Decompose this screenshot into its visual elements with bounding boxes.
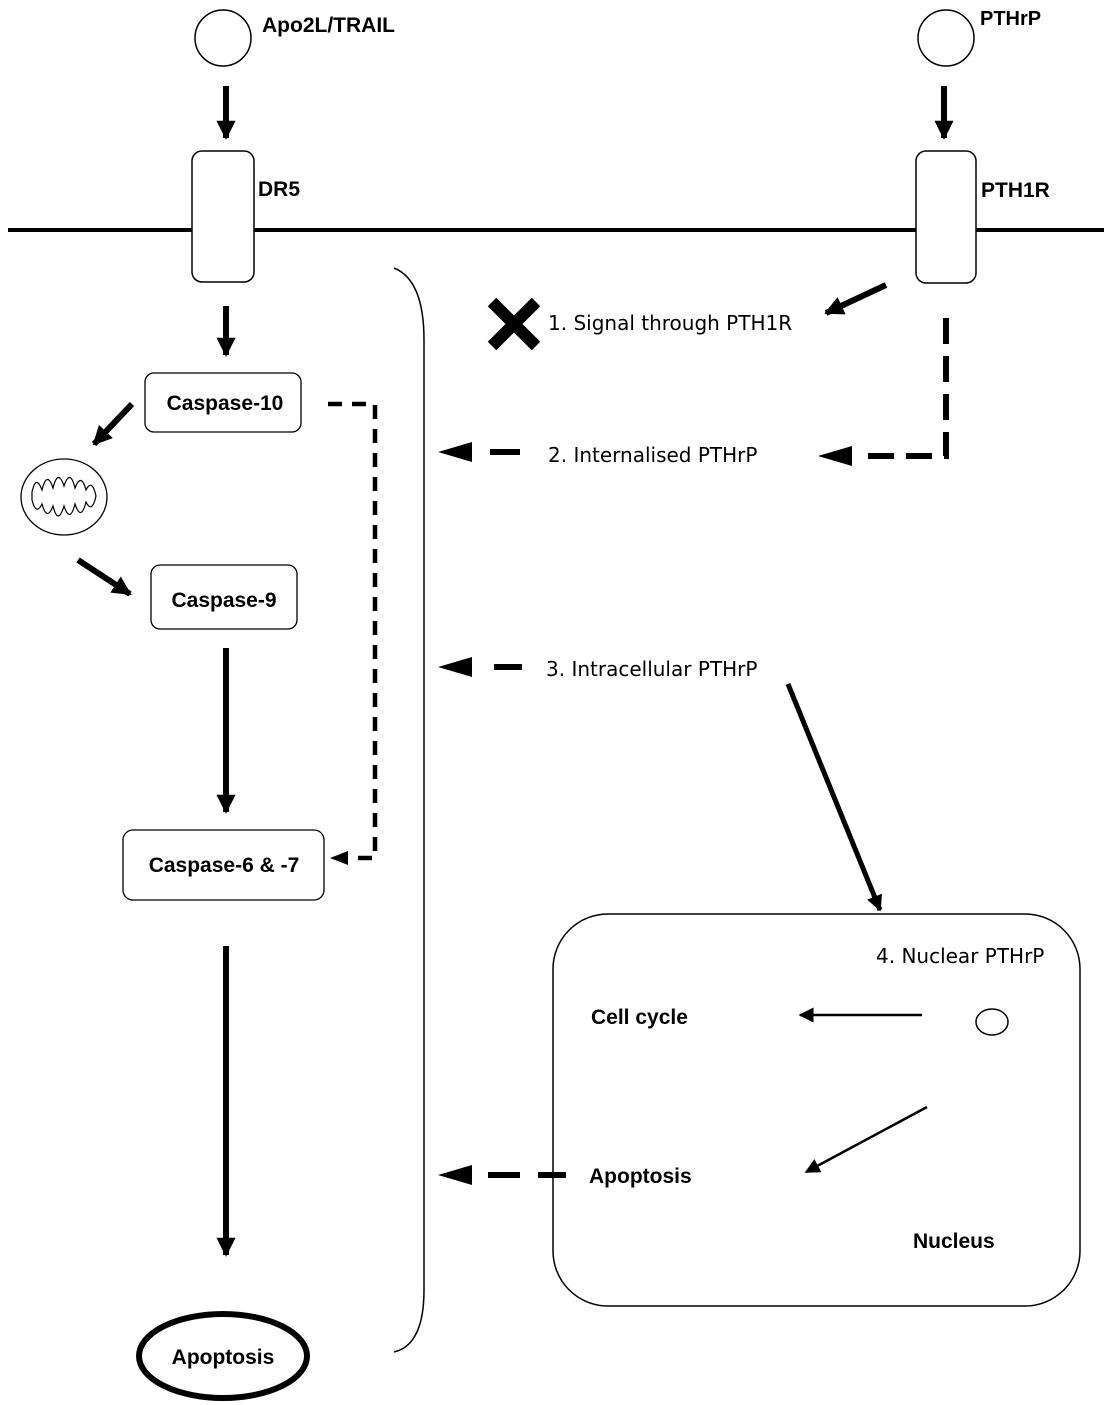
- blocked-x-icon: [487, 297, 541, 351]
- apoptosis-outcome-label: Apoptosis: [172, 1346, 275, 1369]
- mechanism-3-arrowhead: [438, 657, 472, 677]
- mechanism-1-label: 1. Signal through PTH1R: [548, 311, 792, 335]
- caspase-6-7-label: Caspase-6 & -7: [149, 854, 300, 877]
- pthrp-ligand-icon: [917, 9, 975, 67]
- dr5-receptor-icon: [191, 150, 255, 283]
- cell-cycle-label: Cell cycle: [591, 1006, 688, 1029]
- internalised-arrowhead: [818, 446, 852, 466]
- caspase10-to-mitochondrion-arrow: [91, 401, 135, 447]
- mechanism-2-label: 2. Internalised PTHrP: [548, 443, 757, 467]
- pthrp-label: PTHrP: [980, 8, 1041, 30]
- mitochondrion-to-caspase9-arrow: [76, 557, 132, 597]
- caspase-10-box: [144, 372, 302, 433]
- nuclear-apoptosis-arrowhead: [438, 1165, 472, 1185]
- dr5-label: DR5: [258, 178, 300, 201]
- intracellular-to-nucleus-arrow: [785, 683, 883, 912]
- pth1r-receptor-icon: [915, 150, 977, 284]
- nuclear-pthrp-icon: [975, 1008, 1009, 1036]
- pth1r-label: PTH1R: [981, 179, 1050, 202]
- caspase-6-7-box: [122, 829, 325, 901]
- nuclear-apoptosis-label: Apoptosis: [589, 1165, 692, 1188]
- pathway-bracket: [393, 267, 425, 1353]
- nucleus-box: [552, 913, 1081, 1307]
- nucleus-label: Nucleus: [913, 1230, 995, 1253]
- mechanism-2-arrowhead: [438, 442, 472, 462]
- pth1r-internalisation-dashed-path: [856, 318, 949, 459]
- apoptosis-outcome-ellipse: [136, 1311, 310, 1401]
- mechanism-4-label: 4. Nuclear PTHrP: [876, 944, 1044, 968]
- trail-label: Apo2L/TRAIL: [262, 14, 395, 37]
- caspase-10-label: Caspase-10: [167, 392, 284, 415]
- caspase10-dashed-arrowhead: [330, 851, 348, 865]
- nuclear-to-apoptosis-arrow: [804, 1105, 928, 1174]
- mechanism-3-label: 3. Intracellular PTHrP: [546, 657, 757, 681]
- pth1r-signal-arrow: [824, 282, 888, 316]
- mitochondrion-icon: [20, 458, 108, 536]
- trail-ligand-icon: [194, 9, 252, 67]
- caspase-9-box: [150, 564, 298, 630]
- caspase10-to-caspase67-dashed-path: [328, 401, 378, 861]
- caspase-9-label: Caspase-9: [171, 589, 276, 612]
